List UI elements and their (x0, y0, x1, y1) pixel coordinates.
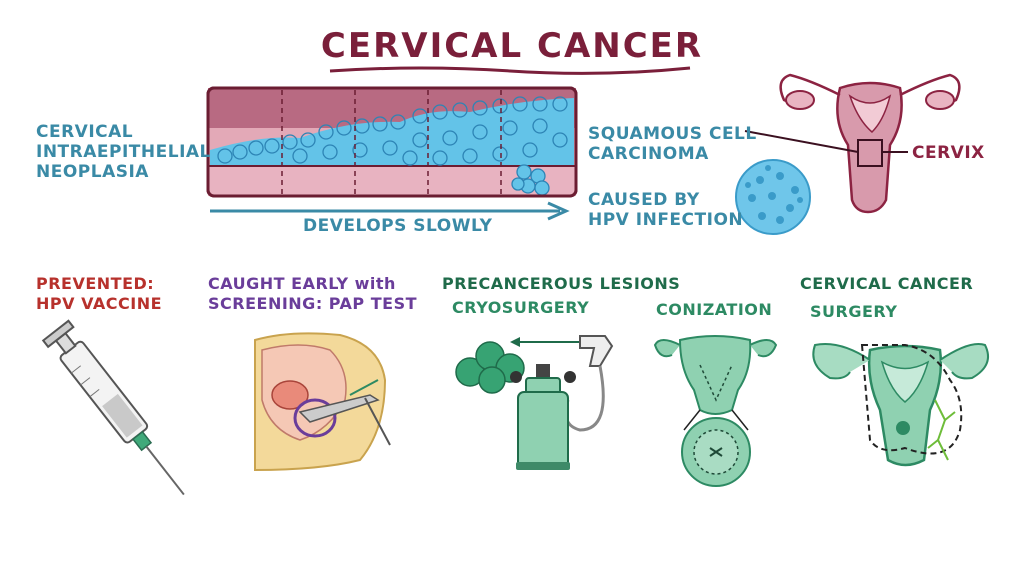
conization-label: CONIZATION (656, 300, 773, 319)
prevented-label-line-2: HPV VACCINE (36, 294, 163, 313)
cin-label-line-2: INTRAEPITHELIAL (36, 142, 211, 162)
title-underline (329, 66, 691, 75)
cin-label-line-1: CERVICAL (36, 122, 134, 142)
hpv-label: CAUSED BY HPV INFECTION (588, 190, 743, 230)
prevented-label: PREVENTED: HPV VACCINE (36, 274, 162, 314)
hpv-label-line-2: HPV INFECTION (588, 210, 744, 230)
scc-label-line-2: CARCINOMA (588, 144, 709, 164)
screening-label: CAUGHT EARLY with SCREENING: PAP TEST (208, 274, 417, 314)
uterus-icon (744, 73, 961, 214)
precancerous-heading: PRECANCEROUS LESIONS (442, 274, 681, 293)
screening-label-suffix: with (354, 274, 396, 293)
cervical-cancer-heading: CERVICAL CANCER (800, 274, 974, 293)
cryosurgery-label: CRYOSURGERY (452, 298, 590, 317)
surgery-label: SURGERY (810, 302, 898, 321)
screening-label-line-2: SCREENING: PAP TEST (208, 294, 417, 313)
hpv-label-line-1: CAUSED BY (588, 190, 700, 210)
cin-label-line-3: NEOPLASIA (36, 162, 149, 182)
cervix-label: CERVIX (912, 143, 985, 163)
develops-slowly-label: DEVELOPS SLOWLY (303, 216, 493, 236)
page-title: CERVICAL CANCER (320, 26, 704, 66)
hpv-virus-icon (735, 159, 811, 235)
syringe-icon (41, 319, 185, 496)
cin-label: CERVICAL INTRAEPITHELIAL NEOPLASIA (36, 122, 211, 182)
cryosurgery-device-icon (455, 335, 614, 470)
develops-slowly-arrow (210, 201, 570, 221)
scc-label: SQUAMOUS CELL CARCINOMA (588, 124, 757, 164)
hysterectomy-uterus-icon (812, 343, 989, 467)
scc-label-line-1: SQUAMOUS CELL (588, 124, 757, 144)
screening-label-main: CAUGHT EARLY (208, 274, 349, 293)
conization-uterus-icon (653, 335, 778, 487)
epithelium-diagram (206, 86, 578, 198)
prevented-label-line-1: PREVENTED: (36, 274, 155, 293)
pelvis-cross-section-icon (254, 332, 391, 472)
